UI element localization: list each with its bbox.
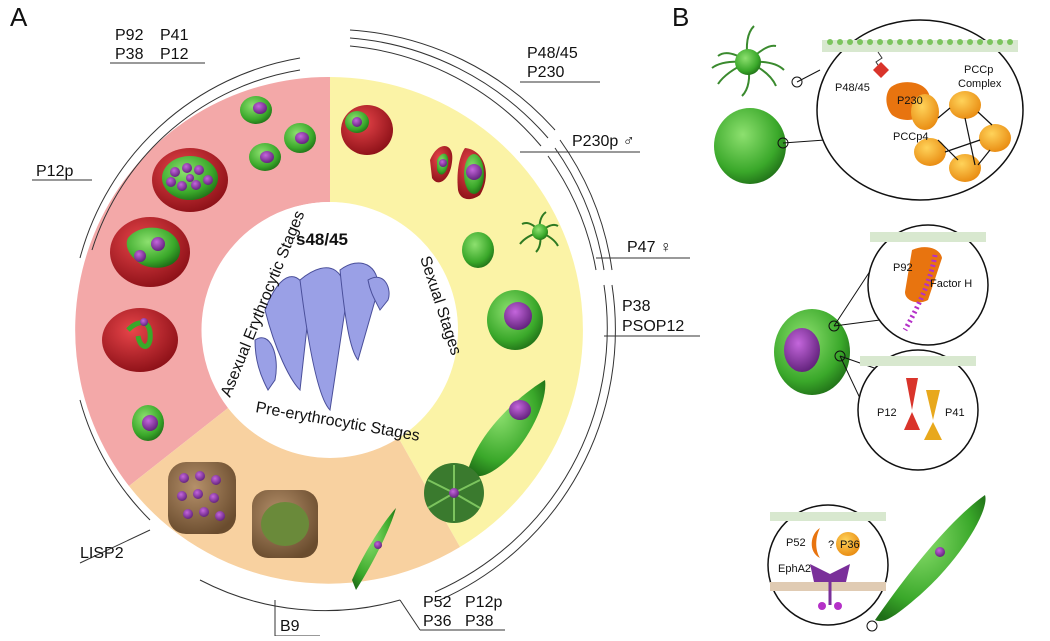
label-p47: P47 ♀: [627, 239, 672, 256]
inset-label-p230: P230: [897, 95, 923, 107]
inset-label-p92: P92: [893, 262, 913, 274]
asexual-sector: [75, 76, 331, 486]
label-p230p: P230p ♂: [572, 133, 635, 150]
label-p230: P230: [527, 64, 564, 81]
label-p12p: P12p: [36, 163, 73, 180]
protein-ribbon: [254, 262, 390, 412]
inset-label-p52: P52: [786, 537, 806, 549]
inset-label-p36: P36: [840, 539, 860, 551]
pre-erythrocytic-cells: [168, 462, 396, 590]
ring-protein-labels: P92 P41 P38 P12 P12p P48/45 P230 P230p ♂…: [36, 27, 684, 635]
label-p41: P41: [160, 27, 189, 44]
membrane-top: [822, 39, 1018, 52]
label-p38-right: P38: [622, 298, 651, 315]
sexual-cells: [341, 105, 559, 523]
label-p12p-bottom: P12p: [465, 594, 502, 611]
inset-label-pccp4: PCCp4: [893, 131, 928, 143]
inset-label-question: ?: [828, 539, 834, 551]
panel-b-label: B: [672, 2, 689, 32]
inset-p52-p36: [767, 504, 889, 626]
label-p12-top: P12: [160, 46, 189, 63]
inset-label-p12: P12: [877, 407, 897, 419]
inset-label-pccp: PCCp: [964, 64, 993, 76]
label-p36: P36: [423, 613, 452, 630]
label-psop12: PSOP12: [622, 318, 684, 335]
inset-label-p41: P41: [945, 407, 965, 419]
label-p92: P92: [115, 27, 144, 44]
label-lisp2: LISP2: [80, 545, 124, 562]
center-label: s48/45: [296, 230, 348, 249]
label-b9: B9: [280, 618, 300, 635]
label-p38-bottom: P38: [465, 613, 494, 630]
panel-b: P48/45 P230 PCCp Complex PCCp4 P92 Facto…: [711, 19, 1024, 632]
panel-a-label: A: [10, 2, 28, 32]
asexual-cells: [102, 96, 316, 441]
label-p52: P52: [423, 594, 452, 611]
inset-label-p48-45: P48/45: [835, 82, 870, 94]
inset-label-factor-h: Factor H: [930, 278, 972, 290]
inset-label-complex: Complex: [958, 78, 1002, 90]
label-p48-45: P48/45: [527, 45, 578, 62]
inset-label-epha2: EphA2: [778, 563, 811, 575]
label-p38-top: P38: [115, 46, 144, 63]
inset-p12-p41: [857, 349, 979, 471]
